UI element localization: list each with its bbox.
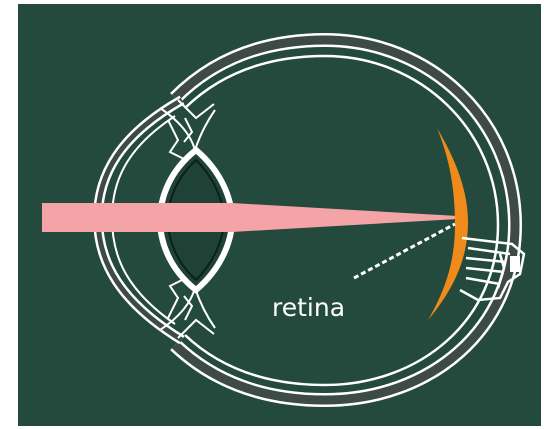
retina-label: retina (272, 293, 345, 322)
